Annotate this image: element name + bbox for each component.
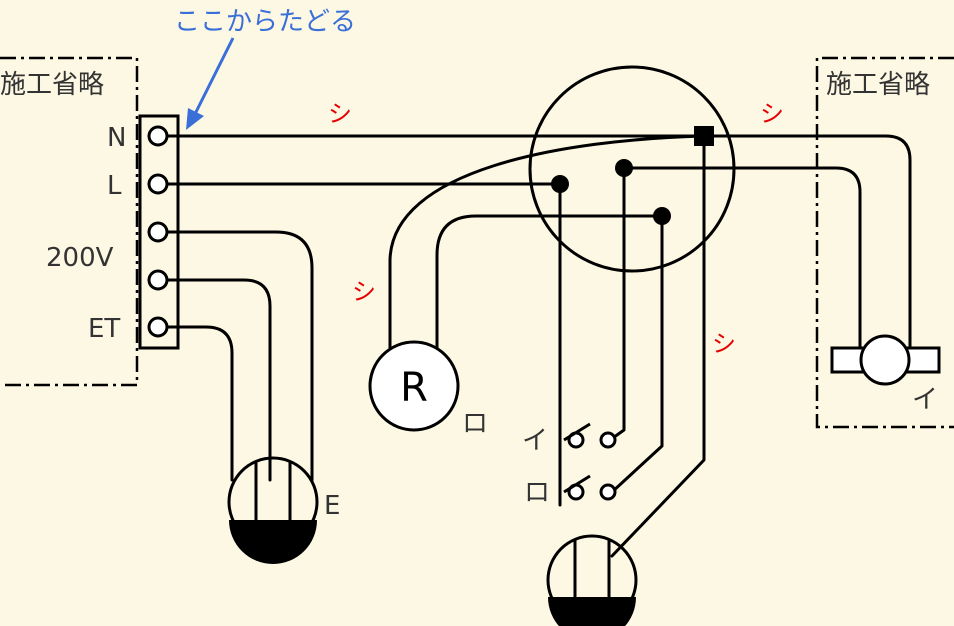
start-here-annotation: ここからたどる <box>174 7 356 37</box>
switch-i-tag: イ <box>522 426 548 456</box>
terminal-label-et: ET <box>88 314 120 344</box>
connection-dot-l <box>551 175 569 193</box>
omitted-label-right: 施工省略 <box>826 70 930 100</box>
lamp-i-tag: イ <box>912 385 938 415</box>
cable-label-2: シ <box>760 100 784 128</box>
receptacle-e-label: E <box>324 491 340 521</box>
switch-ro <box>563 474 617 501</box>
connection-dot-switch-ro <box>653 207 671 225</box>
cable-label-4: シ <box>712 330 736 358</box>
terminal-label-200v: 200V <box>46 243 114 273</box>
cable-label-1: シ <box>328 100 352 128</box>
cable-label-3: シ <box>352 278 376 306</box>
terminal-label-n: N <box>107 123 126 153</box>
light-r <box>368 340 460 432</box>
switch-i <box>563 422 617 449</box>
omitted-section-right <box>815 56 954 429</box>
neutral-junction-point <box>694 126 714 146</box>
omitted-section-left <box>0 56 139 387</box>
omitted-label-left: 施工省略 <box>0 70 104 100</box>
receptacle-e <box>227 456 319 564</box>
receptacle-bottom <box>546 534 638 626</box>
light-r-tag: ロ <box>462 409 488 439</box>
terminal-label-l: L <box>107 171 122 201</box>
wires <box>165 134 912 558</box>
start-arrow-icon <box>186 37 235 130</box>
light-r-letter: R <box>400 365 428 411</box>
switch-ro-tag: ロ <box>524 478 550 508</box>
connection-dot-switch-i <box>615 159 633 177</box>
lamp-i <box>830 334 941 386</box>
